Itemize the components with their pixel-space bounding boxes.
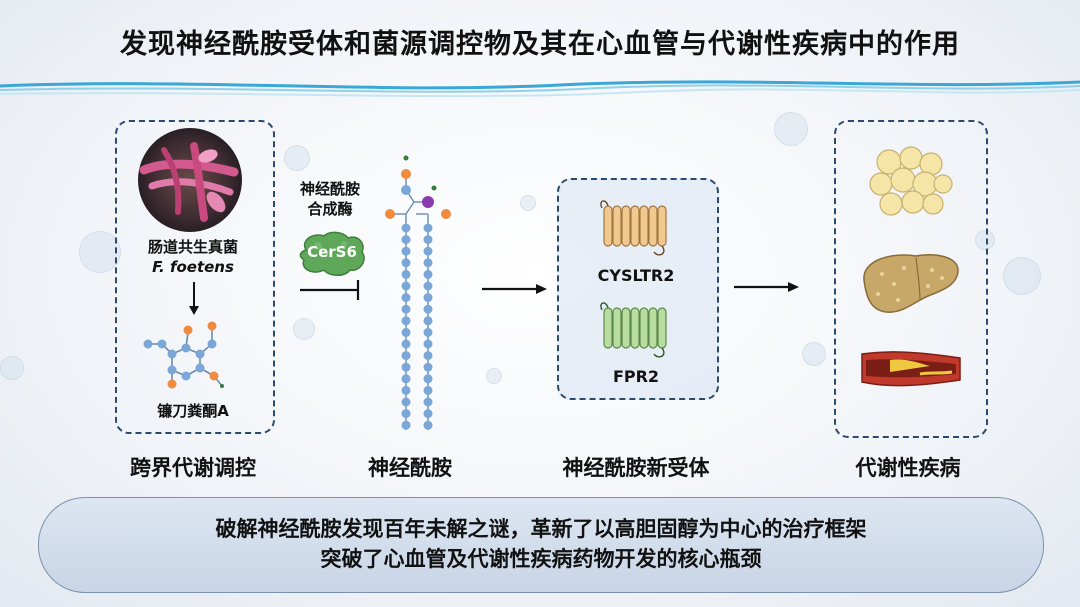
bg-bubble (1003, 257, 1041, 295)
ceramide-atom (423, 316, 433, 326)
ceramide-atom (423, 223, 433, 233)
ceramide-atom (401, 362, 411, 372)
ceramide-atom (401, 246, 411, 256)
ceramide-atom (401, 351, 411, 361)
ceramide-atom (401, 316, 411, 326)
ceramide-atom (423, 385, 433, 395)
banner-line-2: 突破了心血管及代谢性疾病药物开发的核心瓶颈 (320, 547, 762, 571)
enzyme-label-line2: 合成酶 (307, 200, 353, 218)
enzyme-label-line1: 神经酰胺 (299, 180, 360, 198)
ceramide-atom (401, 223, 411, 233)
ceramide-atom (423, 397, 433, 407)
section-label-receptor: 神经酰胺新受体 (562, 456, 710, 480)
ceramide-atom (401, 258, 411, 268)
ceramide-atom (401, 235, 411, 245)
banner-line-1: 破解神经酰胺发现百年未解之谜，革新了以高胆固醇为中心的治疗框架 (215, 517, 867, 541)
bg-bubble (293, 318, 315, 340)
enzyme-name: CerS6 (307, 243, 357, 261)
ceramide-atom (401, 269, 411, 279)
inhibition-arrow (300, 280, 360, 300)
receptor-1-name: CYSLTR2 (597, 266, 675, 285)
organism-name-latin: F. foetens (152, 258, 234, 276)
ceramide-atom (401, 374, 411, 384)
ceramide-atom (423, 246, 433, 256)
fungus-image (138, 128, 242, 232)
bg-bubble (774, 112, 808, 146)
bg-bubble (284, 145, 310, 171)
arrow-to-disease (734, 282, 799, 292)
section-label-disease: 代谢性疾病 (855, 456, 961, 480)
enzyme-blob (299, 231, 365, 276)
page-title: 发现神经酰胺受体和菌源调控物及其在心血管与代谢性疾病中的作用 (120, 29, 960, 60)
receptor-orange-structure (600, 200, 667, 256)
ceramide-atom (423, 420, 433, 430)
receptor-2-name: FPR2 (612, 367, 660, 386)
left-panel-box (115, 120, 275, 434)
ceramide-atom (401, 293, 411, 303)
atherosclerotic-artery-icon (861, 351, 961, 387)
ceramide-atom (401, 327, 411, 337)
arrow-to-receptor (482, 284, 547, 294)
ceramide-atom (423, 351, 433, 361)
ceramide-atom (423, 339, 433, 349)
header-wave (0, 80, 1080, 98)
ceramide-atom (423, 258, 433, 268)
ceramide-atom (423, 409, 433, 419)
disease-panel-box (834, 120, 988, 438)
compound-molecule (143, 321, 224, 389)
ceramide-atom (401, 420, 411, 430)
ceramide-atom (423, 269, 433, 279)
bg-bubble (975, 230, 995, 250)
bg-bubble (486, 368, 502, 384)
ceramide-atom (401, 339, 411, 349)
ceramide-atom (401, 304, 411, 314)
adipose-tissue-icon (869, 146, 953, 216)
ceramide-atom (423, 374, 433, 384)
ceramide-atom (401, 409, 411, 419)
bg-bubble (802, 342, 826, 366)
ceramide-molecule (385, 155, 451, 430)
ceramide-atom (423, 293, 433, 303)
down-arrow (189, 282, 199, 315)
conclusion-banner: 破解神经酰胺发现百年未解之谜，革新了以高胆固醇为中心的治疗框架 突破了心血管及代… (38, 497, 1044, 593)
organism-name-cn: 肠道共生真菌 (147, 238, 238, 256)
fatty-liver-icon (863, 254, 959, 313)
bg-bubble (520, 195, 536, 211)
section-label-ceramide: 神经酰胺 (368, 456, 452, 480)
ceramide-atom (423, 362, 433, 372)
ceramide-atom (423, 304, 433, 314)
bg-bubble (0, 356, 24, 380)
ceramide-atom (401, 385, 411, 395)
ceramide-atom (423, 281, 433, 291)
bg-bubble (79, 231, 121, 273)
ceramide-atom (423, 235, 433, 245)
receptor-green-structure (600, 302, 667, 358)
section-label-crosskingdom: 跨界代谢调控 (130, 456, 256, 480)
ceramide-atom (401, 281, 411, 291)
ceramide-atom (423, 327, 433, 337)
ceramide-atom (401, 397, 411, 407)
compound-name: 镰刀粪酮A (157, 402, 229, 420)
